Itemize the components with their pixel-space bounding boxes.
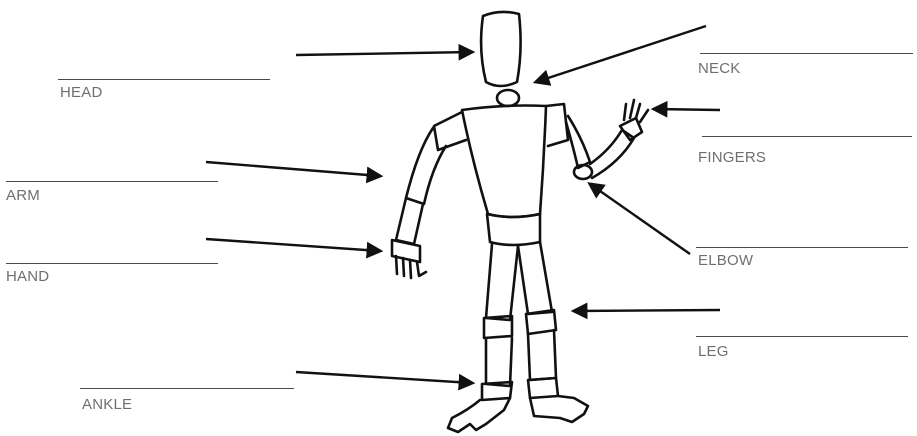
label-head: HEAD <box>60 84 102 101</box>
figure-torso <box>462 106 546 218</box>
answer-line-fingers <box>702 136 912 137</box>
answer-line-neck <box>700 53 913 54</box>
label-fingers: FINGERS <box>698 149 766 166</box>
answer-line-arm <box>6 181 218 182</box>
label-hand: HAND <box>6 268 49 285</box>
arrow-neck <box>536 26 706 82</box>
figure-head <box>481 12 521 86</box>
figure-left-shin <box>486 338 512 386</box>
figure-right-shin <box>528 330 556 380</box>
label-arm: ARM <box>6 187 40 204</box>
figure-right-foot <box>530 396 588 422</box>
answer-line-ankle <box>80 388 294 389</box>
figure-right-shoulder <box>546 104 568 146</box>
answer-line-hand <box>6 263 218 264</box>
arrow-ankle <box>296 372 472 383</box>
answer-line-leg <box>696 336 908 337</box>
arrow-arm <box>206 162 380 176</box>
figure-left-thigh <box>486 244 518 320</box>
arrow-leg <box>574 310 720 311</box>
answer-line-head <box>58 79 270 80</box>
label-ankle: ANKLE <box>82 396 132 413</box>
figure-left-upper-arm <box>406 128 446 204</box>
figure-pelvis <box>487 214 540 245</box>
arrow-elbow <box>590 184 690 254</box>
label-elbow: ELBOW <box>698 252 753 269</box>
arrow-head <box>296 52 472 55</box>
figure-right-fingers <box>624 100 648 122</box>
figure-left-fingers <box>396 256 426 278</box>
arrow-fingers <box>654 109 720 110</box>
figure-right-thigh <box>518 242 552 314</box>
label-neck: NECK <box>698 60 740 77</box>
answer-line-elbow <box>696 247 908 248</box>
label-leg: LEG <box>698 343 729 360</box>
figure-left-shoulder <box>434 112 466 150</box>
figure-neck-joint <box>497 90 519 106</box>
figure-right-upper-arm <box>566 116 590 168</box>
figure-left-forearm <box>396 198 423 244</box>
figure-right-elbow-joint <box>574 165 592 179</box>
arrow-hand <box>206 239 380 251</box>
figure-left-foot <box>448 398 510 432</box>
